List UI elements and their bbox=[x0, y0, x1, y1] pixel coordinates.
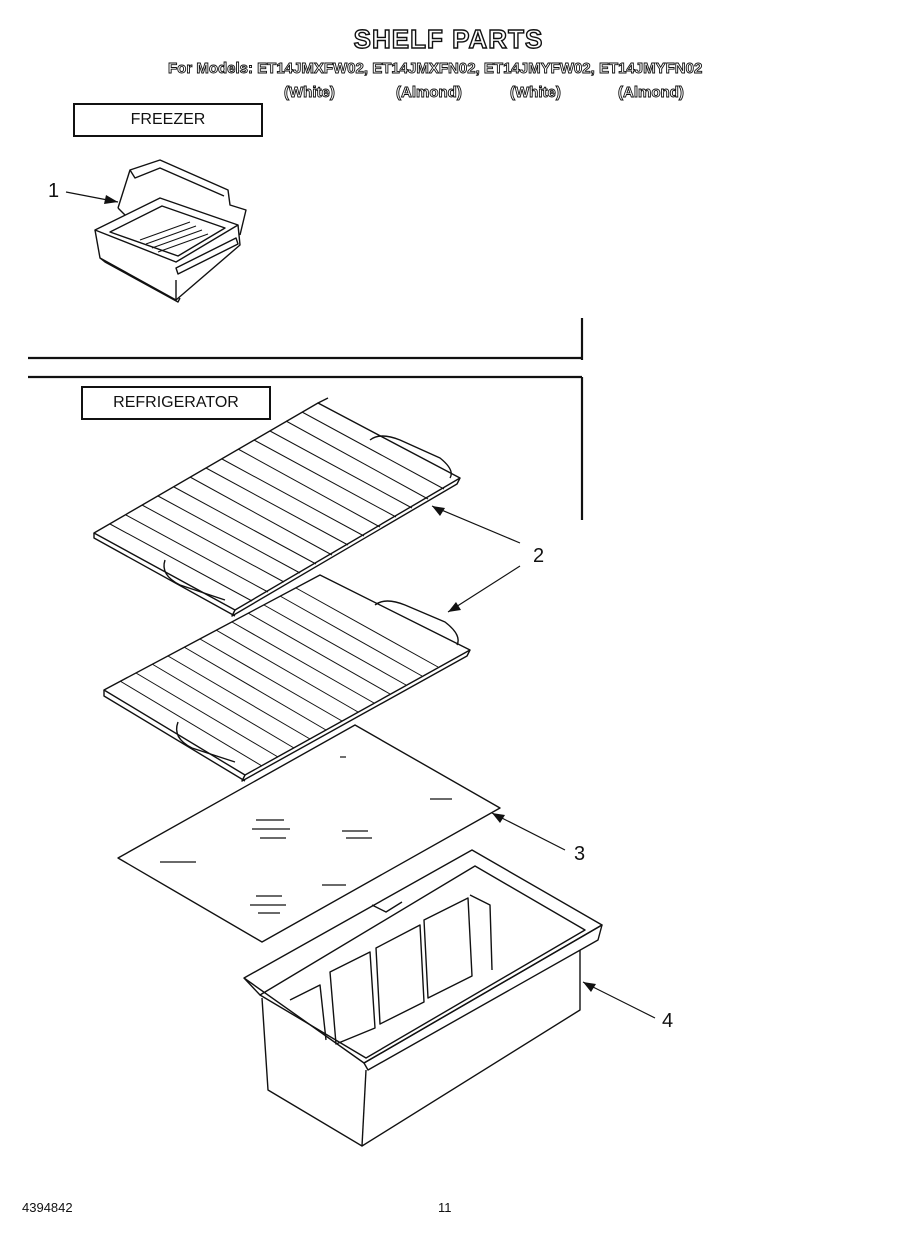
models-line: For Models: ET14JMXFW02, ET14JMXFN02, ET… bbox=[168, 60, 703, 78]
color-label-almond-1: (Almond) bbox=[396, 84, 463, 102]
leader-lines bbox=[65, 191, 656, 1019]
callout-4: 4 bbox=[662, 1010, 674, 1032]
section-dividers bbox=[28, 318, 584, 520]
color-label-white-2: (White) bbox=[510, 84, 562, 102]
freezer-section-label: FREEZER bbox=[73, 103, 263, 137]
callout-2: 2 bbox=[533, 545, 545, 567]
doc-number: 4394842 bbox=[22, 1200, 73, 1215]
page-title: SHELF PARTS bbox=[353, 23, 544, 54]
color-label-white-1: (White) bbox=[284, 84, 336, 102]
crisper-pan bbox=[243, 849, 603, 1147]
callout-3: 3 bbox=[574, 843, 586, 865]
glass-shelf-insert bbox=[117, 724, 501, 943]
refrigerator-section-label: REFRIGERATOR bbox=[81, 386, 271, 420]
arrowheads bbox=[104, 195, 596, 992]
page-number: 11 bbox=[438, 1200, 452, 1215]
callout-1: 1 bbox=[48, 180, 60, 202]
wire-shelf-lower bbox=[103, 574, 471, 782]
freezer-basket bbox=[94, 159, 247, 303]
wire-shelf-upper bbox=[93, 397, 461, 617]
color-label-almond-2: (Almond) bbox=[618, 84, 685, 102]
